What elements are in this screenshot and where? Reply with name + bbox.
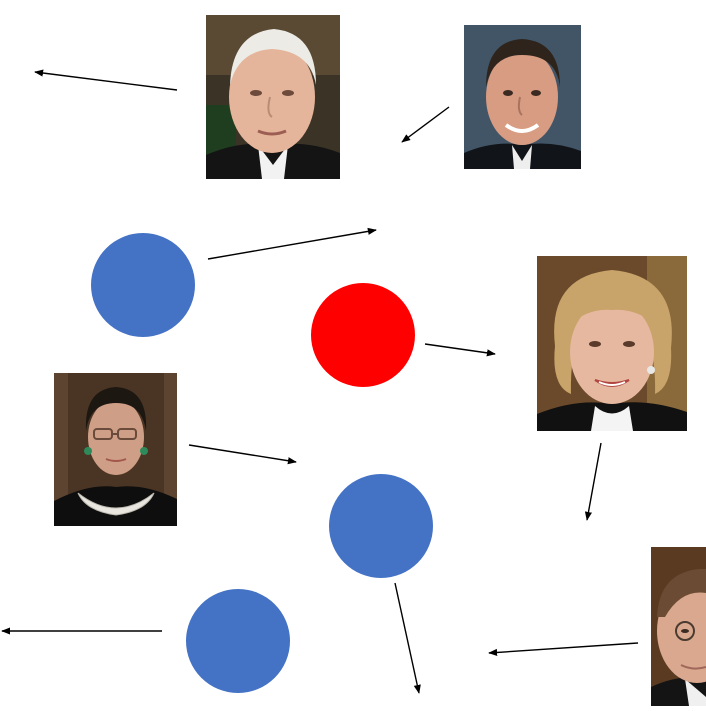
woman-with-glasses-portrait-icon [54, 373, 177, 526]
arrow-from-partial-portrait [488, 642, 639, 657]
arrow-from-blonde-portrait [584, 442, 602, 521]
arrow-from-circle-c [394, 582, 421, 694]
blue-circle [91, 233, 195, 337]
woman-portrait-icon [537, 256, 687, 431]
man-portrait-icon [464, 25, 581, 169]
arrows [1, 69, 639, 694]
man-portrait-partial-icon [651, 547, 706, 706]
blue-circle [329, 474, 433, 578]
arrow-from-glasses-portrait [188, 444, 297, 465]
arrow-from-red-circle [424, 343, 496, 357]
arrow-from-dark-hair-portrait [401, 106, 450, 143]
circles [91, 233, 433, 693]
arrow-from-circle-a [207, 227, 377, 260]
arrow-from-white-hair-portrait [34, 69, 178, 91]
elderly-man-portrait-icon [206, 15, 340, 179]
blue-circle [186, 589, 290, 693]
red-circle [311, 283, 415, 387]
